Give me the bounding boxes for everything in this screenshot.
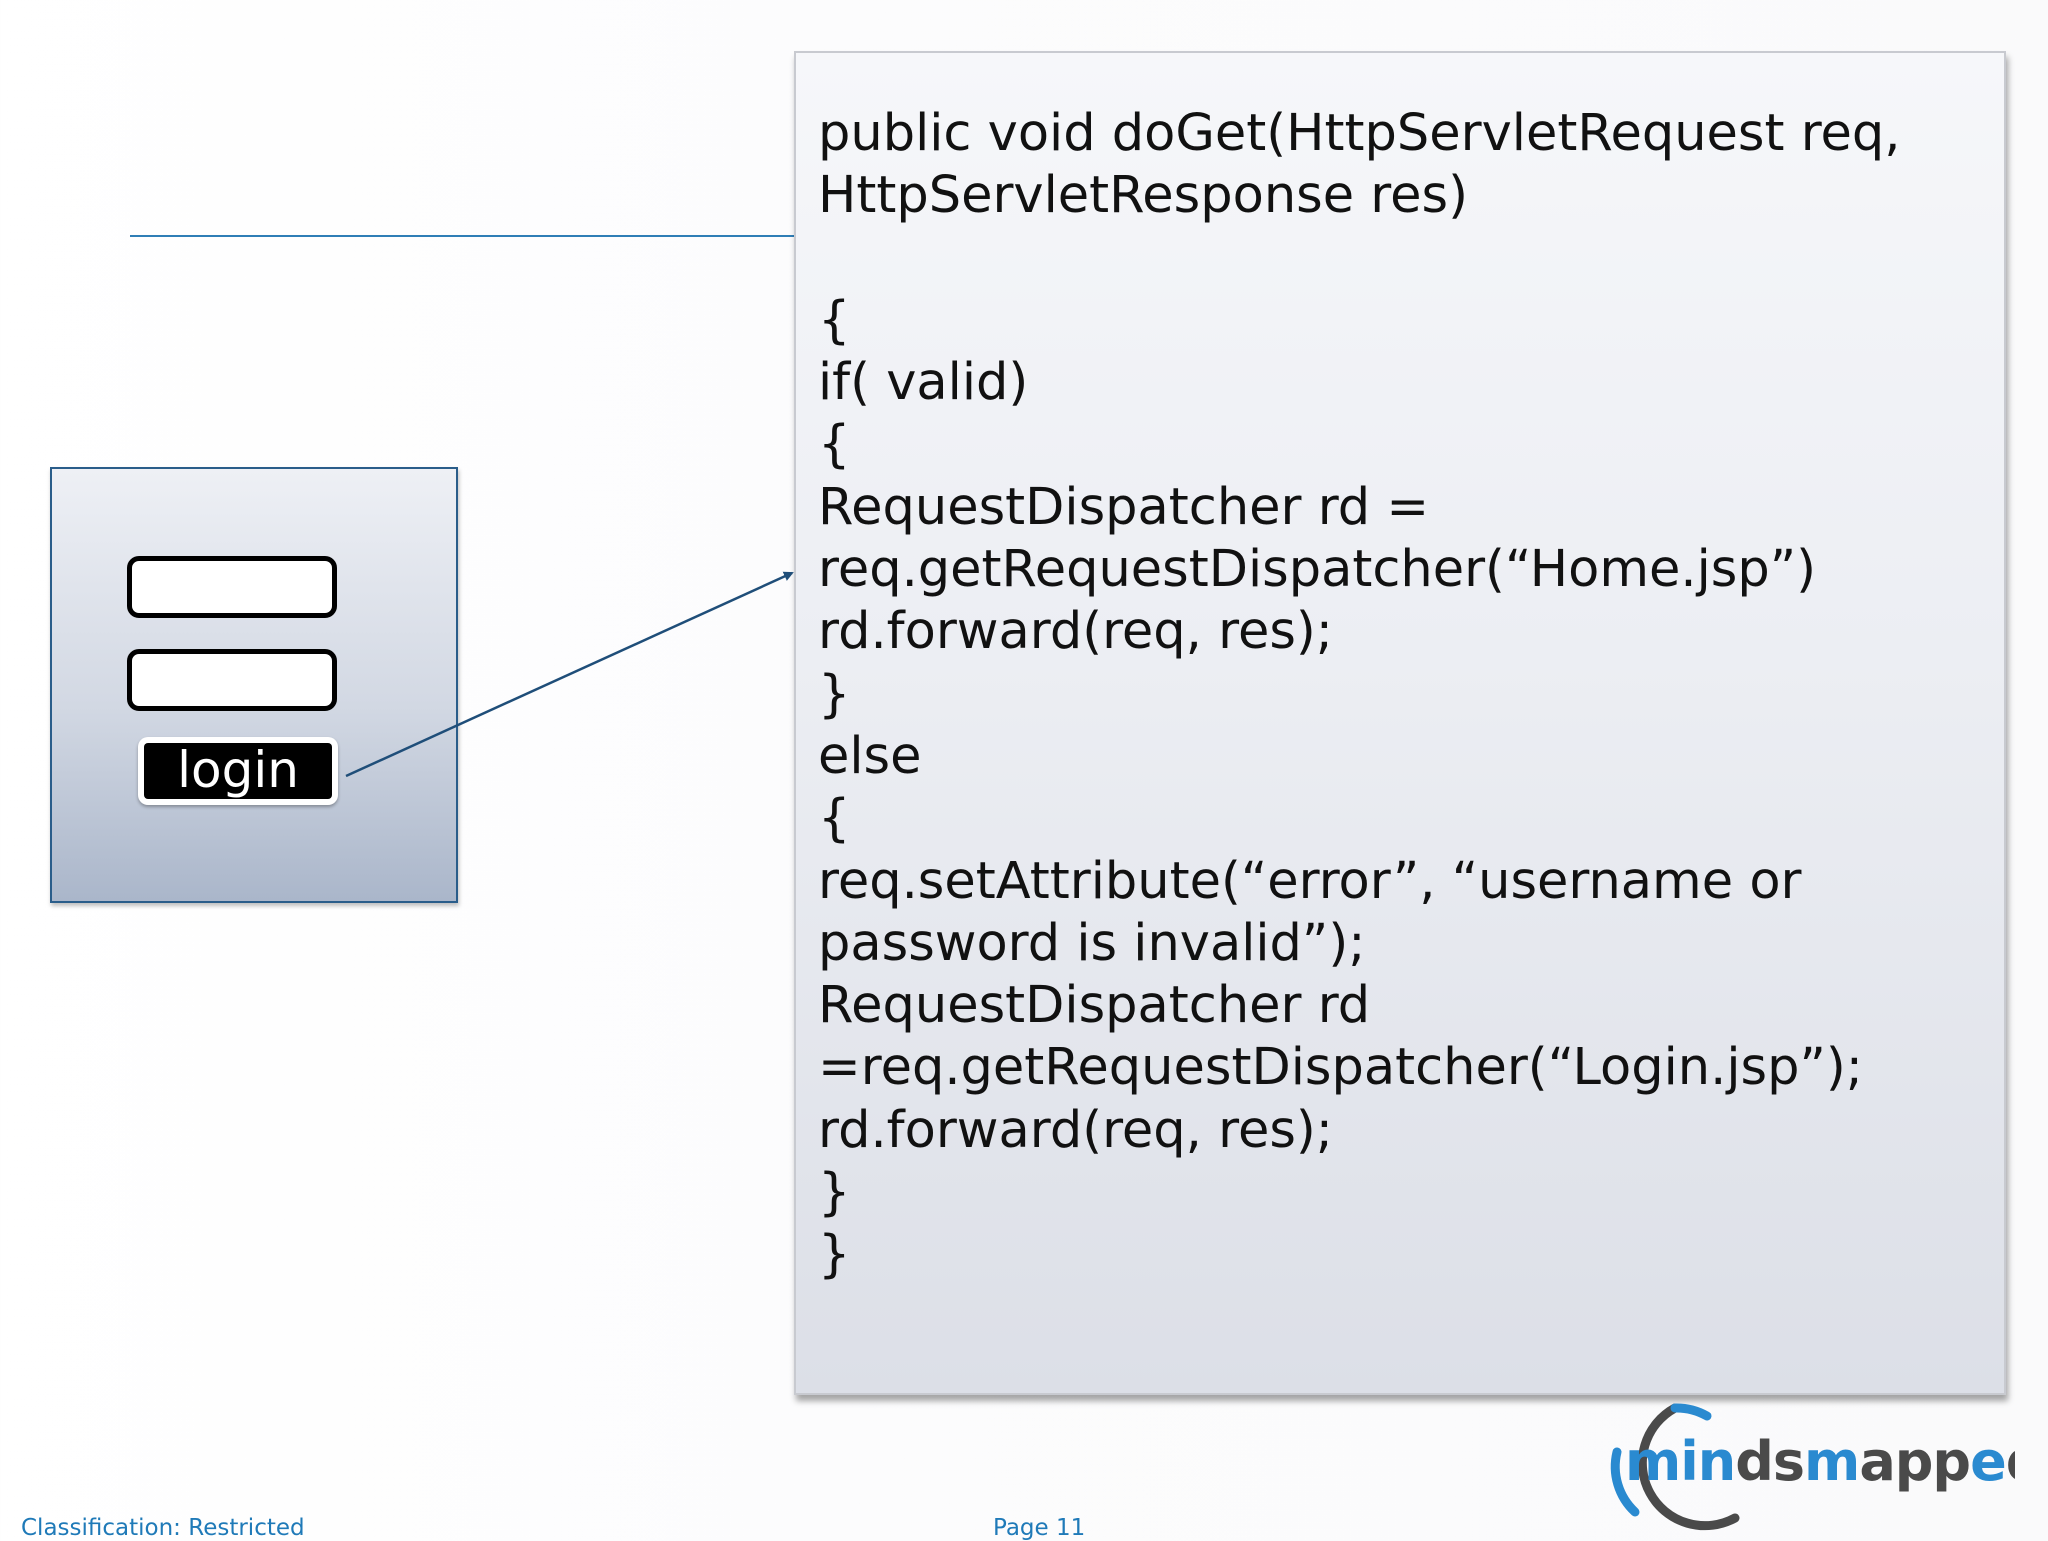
- code-panel: public void doGet(HttpServletRequest req…: [794, 51, 2006, 1395]
- code-line: req.getRequestDispatcher(“Home.jsp”): [818, 540, 1817, 600]
- code-line: {: [818, 415, 851, 475]
- password-field[interactable]: [127, 649, 337, 711]
- mindsmapped-logo: mindsmapped: [1610, 1403, 2015, 1531]
- classification-label: Classification: Restricted: [21, 1515, 305, 1541]
- code-line: }: [818, 1225, 851, 1285]
- code-line: req.setAttribute(“error”, “username or: [818, 851, 1802, 911]
- code-line: =req.getRequestDispatcher(“Login.jsp”);: [818, 1038, 1863, 1098]
- svg-text:mindsmapped: mindsmapped: [1625, 1430, 2015, 1493]
- code-line: if( valid): [818, 353, 1029, 413]
- code-line: RequestDispatcher rd: [818, 976, 1371, 1036]
- code-line: password is invalid”);: [818, 913, 1366, 973]
- code-line: rd.forward(req, res);: [818, 1100, 1333, 1160]
- code-line: }: [818, 664, 851, 724]
- code-line: HttpServletResponse res): [818, 166, 1469, 226]
- code-block: public void doGet(HttpServletRequest req…: [818, 103, 1974, 1287]
- page-number: Page 11: [993, 1515, 1086, 1541]
- login-button-label: login: [144, 743, 332, 799]
- code-line: {: [818, 290, 851, 350]
- code-line: }: [818, 1163, 851, 1223]
- login-form-mockup: login: [50, 467, 458, 903]
- username-field[interactable]: [127, 556, 337, 618]
- arrow-line: [345, 571, 794, 778]
- code-line: rd.forward(req, res);: [818, 602, 1333, 662]
- code-line: public void doGet(HttpServletRequest req…: [818, 104, 1901, 163]
- code-line: {: [818, 789, 851, 849]
- code-line: RequestDispatcher rd =: [818, 477, 1430, 537]
- code-line: else: [818, 726, 922, 786]
- connector-line: [130, 235, 795, 237]
- login-button[interactable]: login: [138, 737, 338, 805]
